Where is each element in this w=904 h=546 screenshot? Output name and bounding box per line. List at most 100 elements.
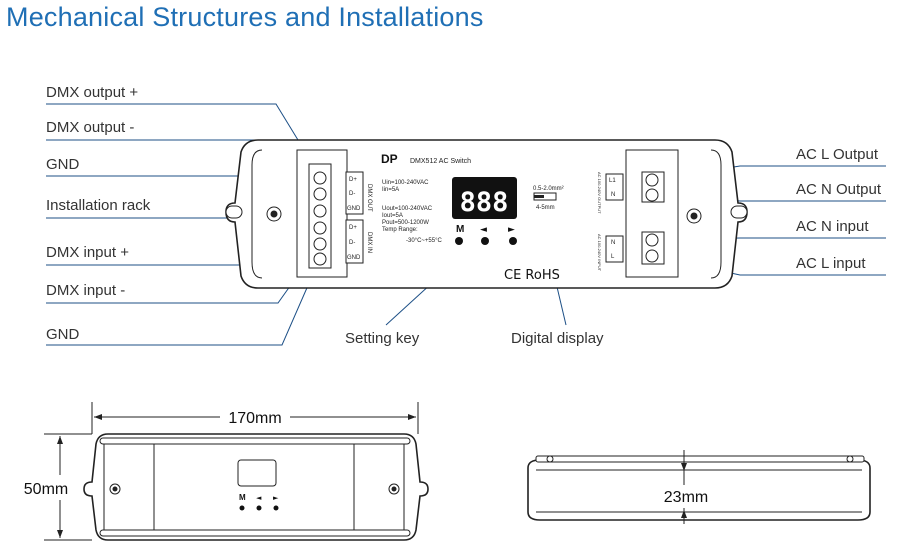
terminal-screw [313, 221, 327, 235]
terminal-label: N [611, 240, 615, 246]
cert-marks: CE RoHS [504, 268, 560, 283]
front-display-window [237, 459, 277, 487]
dmx-out-tag: DMX OUT [366, 184, 372, 212]
terminal-screw [313, 204, 327, 218]
spec-text: Uin=100-240VAC [382, 180, 429, 186]
label-dmx-input-plus: DMX input + [46, 244, 129, 261]
label-installation-rack: Installation rack [46, 197, 151, 214]
setting-key-m[interactable] [455, 237, 463, 245]
label-gnd-output: GND [46, 156, 80, 173]
terminal-screw [645, 233, 659, 247]
dmx-out-label-block [345, 171, 364, 215]
screw-icon [270, 210, 278, 218]
label-setting-key: Setting key [345, 330, 420, 347]
spec-text: Uout=100-240VAC [382, 206, 433, 212]
label-ac-l-output: AC L Output [796, 146, 879, 163]
screw-icon [690, 212, 698, 220]
terminal-screw [645, 249, 659, 263]
dimension-height: 23mm [664, 489, 708, 506]
spec-text: Iin=5A [382, 187, 399, 193]
front-key-label: M [239, 493, 246, 502]
terminal-screw [313, 187, 327, 201]
ac-out-tag: AC 100-240V OUTPUT [597, 172, 602, 214]
front-key-label: ◄ [256, 494, 262, 502]
terminal-label: D- [349, 191, 355, 197]
wire-spec-bottom: 4-5mm [536, 205, 555, 211]
terminal-screw [313, 252, 327, 266]
dimension-width: 50mm [24, 481, 68, 498]
screw-icon [391, 486, 397, 492]
label-gnd-input: GND [46, 326, 80, 343]
arrow-up-icon [57, 436, 63, 444]
terminal-label: L [611, 254, 615, 260]
label-ac-n-input: AC N input [796, 218, 869, 235]
terminal-screw [645, 188, 659, 202]
screw-icon [112, 486, 118, 492]
dmx-terminal-screws [313, 171, 327, 266]
key-label-left: ◄ [480, 225, 487, 235]
terminal-label: L1 [609, 178, 616, 184]
side-screw [546, 455, 554, 463]
dmx-in-label-block [345, 219, 364, 264]
front-top-rim [99, 437, 411, 445]
digital-display [452, 177, 517, 219]
brand-logo: DP [381, 152, 398, 166]
arrow-down-icon [681, 463, 687, 471]
key-label-m: M [456, 224, 464, 235]
terminal-screw [645, 173, 659, 187]
terminal-label: GND [347, 255, 361, 261]
left-end-cap [251, 149, 263, 279]
front-key-m[interactable] [239, 505, 245, 511]
front-key-left[interactable] [256, 505, 262, 511]
setting-key-left[interactable] [481, 237, 489, 245]
label-dmx-input-minus: DMX input - [46, 282, 125, 299]
ac-out-label-block [605, 173, 624, 201]
device-front-view: 170mm 50mm M ◄ ► [24, 402, 429, 541]
arrow-down-icon [57, 530, 63, 538]
ac-in-label-block [605, 235, 624, 263]
terminal-screw [313, 171, 327, 185]
key-label-right: ► [508, 225, 515, 235]
terminal-label: GND [347, 206, 361, 212]
label-ac-n-output: AC N Output [796, 181, 882, 198]
mounting-slot-right [730, 205, 748, 219]
front-housing [83, 433, 429, 541]
device-top-view: D+ D- GND DMX OUT D+ D- GND DMX IN DP DM… [225, 139, 748, 289]
setting-key-right[interactable] [509, 237, 517, 245]
dimension-length: 170mm [228, 410, 281, 427]
wire-spec-top: 0.5-2.0mm² [533, 186, 564, 192]
label-ac-l-input: AC L input [796, 255, 866, 272]
terminal-screw [313, 237, 327, 251]
label-dmx-output-plus: DMX output + [46, 84, 138, 101]
label-dmx-output-minus: DMX output - [46, 119, 134, 136]
page-title: Mechanical Structures and Installations [6, 2, 484, 32]
left-labels: DMX output + DMX output - GND Installati… [46, 84, 151, 343]
front-bottom-rim [99, 529, 411, 537]
arrow-left-icon [94, 414, 102, 420]
right-end-cap [710, 149, 722, 279]
spec-text: -30°C~+55°C [406, 238, 442, 244]
label-digital-display: Digital display [511, 330, 604, 347]
side-top-rim [535, 455, 865, 463]
terminal-label: D- [349, 240, 355, 246]
front-key-right[interactable] [273, 505, 279, 511]
right-labels: AC L Output AC N Output AC N input AC L … [796, 146, 882, 272]
spec-text: Temp Range: [382, 227, 418, 233]
model-name: DMX512 AC Switch [410, 158, 471, 165]
wire-core-icon [534, 195, 544, 198]
side-screw [846, 455, 854, 463]
arrow-up-icon [681, 510, 687, 518]
spec-text: Pout=500-1200W [382, 220, 429, 226]
front-key-label: ► [273, 494, 279, 502]
arrow-right-icon [408, 414, 416, 420]
terminal-label: D+ [349, 225, 357, 231]
device-side-view: 23mm [527, 450, 871, 524]
mounting-slot-left [225, 205, 243, 219]
terminal-label: N [611, 192, 615, 198]
terminal-label: D+ [349, 177, 357, 183]
dmx-in-tag: DMX IN [366, 232, 372, 253]
spec-text: Iout=5A [382, 213, 403, 219]
display-digits: 888 [460, 187, 509, 218]
ac-in-tag: AC 100-240V INPUT [597, 234, 602, 272]
